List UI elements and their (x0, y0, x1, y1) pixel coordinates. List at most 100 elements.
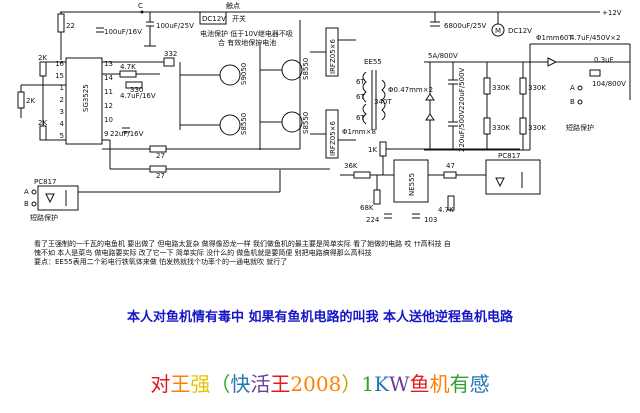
resistor-1k (379, 141, 387, 157)
circuit-schematic: +12V C 触点 DC12V 开关 电池保护 低于10V继电器不吸 合 有效地… (17, 1, 631, 224)
ic-pin-3: 3 (60, 108, 64, 116)
resistor-2k-a-label: 2K (26, 97, 35, 105)
short-protect-right: 短路保护 (566, 123, 594, 132)
resistor-36k (353, 171, 371, 179)
winding-6t-b: 6T (356, 93, 365, 101)
resistor-330-label: 330 (130, 86, 143, 94)
cap-100uf16: 100uF/16V (104, 28, 142, 36)
winding-primary-bottom (362, 103, 367, 125)
author-char: K (374, 372, 390, 396)
transistor-q1 (219, 64, 241, 86)
resistor-27-a-label: 27 (156, 152, 165, 160)
author-char: 2008 (290, 372, 342, 396)
led-icon (45, 193, 55, 204)
ic-pin-4: 4 (60, 120, 65, 128)
mosfet-bottom-label: IRFZ05×6 (329, 120, 337, 156)
terminal-b-left-icon (31, 201, 37, 207)
winding-primary-top (362, 71, 367, 103)
resistor-68k (373, 189, 381, 205)
optocoupler-right-label: PC817 (498, 152, 520, 160)
cap-220uf-a: 220uF/500V (458, 67, 466, 110)
author-char: （ (210, 372, 231, 396)
diode-icon (425, 93, 435, 101)
note-line-1: 看了王强制的一千瓦的电鱼机 要出做了 但电路太复杂 做得像恐龙一样 我们做鱼机的… (34, 240, 451, 248)
note-line-3: 要点：EE55表用二个彩电行铁氧体来做 怕发热就找个功率个的一通电就吹 就行了 (34, 258, 288, 266)
cap-6800uf: 6800uF/25V (444, 22, 487, 30)
ic-sg3525 (65, 57, 103, 145)
cap-224: 224 (366, 216, 380, 224)
winding-secondary (381, 79, 386, 121)
transistor-q3 (281, 59, 303, 81)
ic-ne555-label: NE555 (408, 173, 416, 196)
resistor-2k-b (39, 61, 47, 77)
cap-0-3uf-body (589, 69, 601, 77)
author-char: 王 (270, 372, 291, 396)
terminal-a-right-icon (577, 85, 583, 91)
resistor-330k-c-label: 330K (528, 84, 546, 92)
author-title: 对王强（快活王2008）1KW鱼机有感 (0, 368, 640, 397)
resistor-2k-a (17, 91, 25, 109)
transistor-q4-label: S8550 (302, 112, 310, 134)
ic-ne555 (393, 159, 429, 203)
resistor-2k-c (39, 125, 47, 141)
ic-pin-2: 2 (60, 96, 64, 104)
winding-primary-label: Φ0.47mm×2 (388, 86, 433, 94)
winding-secondary-label: 340T (374, 98, 392, 106)
resistor-4-7k-label: 4.7K (120, 63, 136, 71)
resistor-330k-a (483, 77, 491, 95)
junction (140, 10, 144, 14)
author-char: W (389, 372, 410, 396)
ic-pin-13: 13 (104, 60, 113, 68)
resistor-22-label: 22 (66, 22, 75, 30)
resistor-330k-c (519, 77, 527, 95)
diode-label: 5A/800V (428, 52, 458, 60)
resistor-4-7k-b-label: 4.7K (438, 206, 454, 214)
cap-22uf16: 22uF/16V (110, 130, 144, 138)
terminal-b-right-icon (577, 99, 583, 105)
resistor-4-7k (119, 70, 137, 78)
note-line-2: 愧不如 本人是菜鸟 做电路要实际 改了它一下 简单实际 没什么的 做鱼机就是要简… (34, 249, 372, 257)
ic-pin-16: 16 (55, 60, 64, 68)
transistor-q2 (219, 114, 241, 136)
ic-pin-14: 14 (104, 74, 113, 82)
transformer-label: EE55 (364, 58, 382, 66)
ic-sg3525-label: SG3525 (82, 84, 90, 112)
switch-label: 开关 (232, 14, 246, 23)
mosfet-top-label: IRFZ05×6 (329, 38, 337, 74)
author-char: 对 (150, 372, 171, 396)
transistor-q3-label: S8550 (302, 58, 310, 80)
fan-motor-symbol: M (495, 27, 501, 35)
promo-banner: 本人对鱼机情有毒中 如果有鱼机电路的叫我 本人送他逆程鱼机电路 (126, 310, 514, 325)
cap-4-7uf16: 4.7uF/16V (120, 92, 156, 100)
wire-1mm60t-label: Φ1mm60T (536, 34, 574, 42)
resistor-68k-label: 68K (360, 204, 374, 212)
author-char: 1 (361, 372, 375, 396)
resistor-1k-label: 1K (368, 146, 377, 154)
optocoupler-right (485, 159, 541, 195)
author-char: 感 (469, 372, 490, 396)
author-char: 活 (250, 372, 271, 396)
transistor-q4 (281, 111, 303, 133)
resistor-2k-b-label: 2K (38, 54, 47, 62)
author-char: 机 (429, 372, 450, 396)
resistor-27-b-label: 27 (156, 172, 165, 180)
author-char: ） (341, 372, 362, 396)
author-char: 有 (449, 372, 470, 396)
resistor-47-label: 47 (446, 162, 455, 170)
author-char: 强 (190, 372, 211, 396)
resistor-22 (57, 13, 65, 33)
resistor-332-label: 332 (164, 50, 177, 58)
led-icon (495, 177, 505, 188)
resistor-330k-d (519, 117, 527, 135)
resistor-330k-b-label: 330K (492, 124, 510, 132)
author-char: 快 (230, 372, 251, 396)
relay-note-2: 合 有效地保护电池 (218, 38, 276, 47)
optocoupler-left (37, 185, 79, 211)
cap-104: 104/800V (592, 80, 626, 88)
resistor-330k-b (483, 117, 491, 135)
cap-103: 103 (424, 216, 437, 224)
terminal-a-left-icon (31, 189, 37, 195)
ic-pin-11: 11 (104, 88, 113, 96)
author-char: 王 (170, 372, 191, 396)
